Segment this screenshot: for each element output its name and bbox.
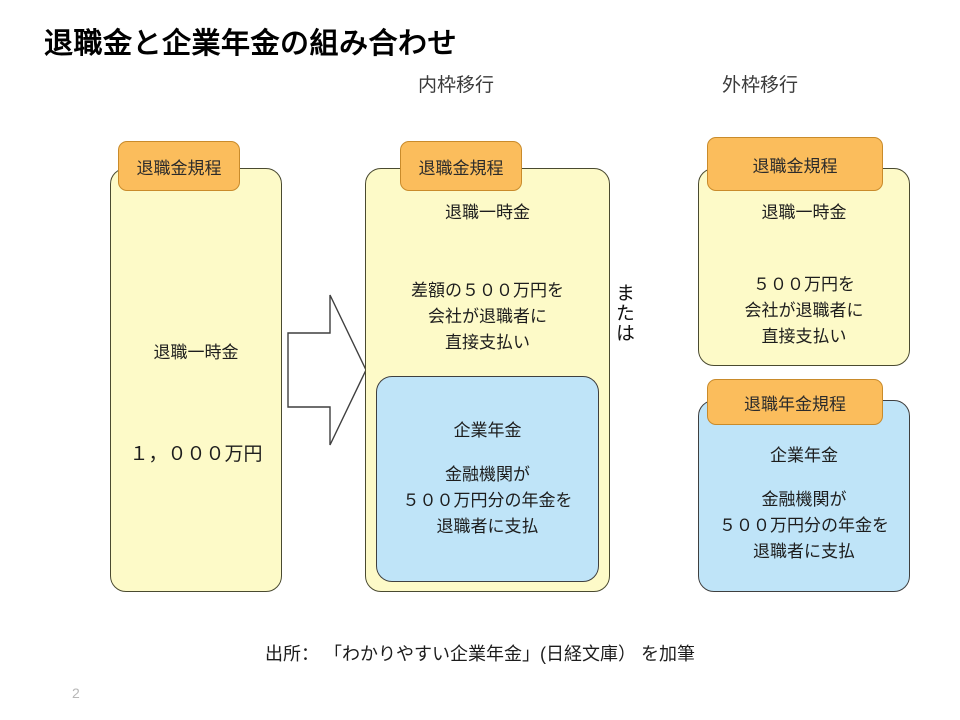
caption-outer-transfer: 外枠移行 [722, 75, 799, 96]
outer-pension-panel [698, 400, 910, 592]
outer-transfer-heading: 退職一時金 [761, 203, 847, 222]
inner-transfer-heading: 退職一時金 [445, 203, 530, 222]
or-connector-label: または [613, 283, 634, 343]
transition-arrow [285, 290, 369, 450]
current-heading: 退職一時金 [153, 343, 239, 362]
inner-pension-panel [376, 376, 599, 582]
right-block-arrow-icon [287, 294, 367, 446]
page-title: 退職金と企業年金の組み合わせ [44, 28, 458, 60]
source-note: 出所： 「わかりやすい企業年金」(日経文庫） を加筆 [265, 644, 695, 664]
page-number: 2 [72, 685, 80, 701]
tag-outer-retirement-rule[interactable]: 退職金規程 [707, 137, 883, 191]
caption-inner-transfer: 内枠移行 [418, 75, 495, 96]
inner-pension-heading: 企業年金 [453, 421, 522, 440]
outer-pension-heading: 企業年金 [770, 446, 838, 465]
outer-pension-body: 金融機関が ５００万円分の年金を 退職者に支払 [719, 490, 889, 561]
current-retirement-panel [110, 168, 282, 592]
inner-pension-body: 金融機関が ５００万円分の年金を 退職者に支払 [402, 465, 573, 536]
tag-outer-pension-rule[interactable]: 退職年金規程 [707, 379, 883, 425]
current-amount: １，０００万円 [129, 444, 263, 465]
inner-transfer-body: 差額の５００万円を 会社が退職者に 直接支払い [411, 281, 564, 352]
tag-current-retirement-rule[interactable]: 退職金規程 [118, 141, 240, 191]
outer-transfer-body: ５００万円を 会社が退職者に 直接支払い [744, 275, 864, 346]
tag-inner-retirement-rule[interactable]: 退職金規程 [400, 141, 522, 191]
outer-retirement-panel [698, 168, 910, 366]
